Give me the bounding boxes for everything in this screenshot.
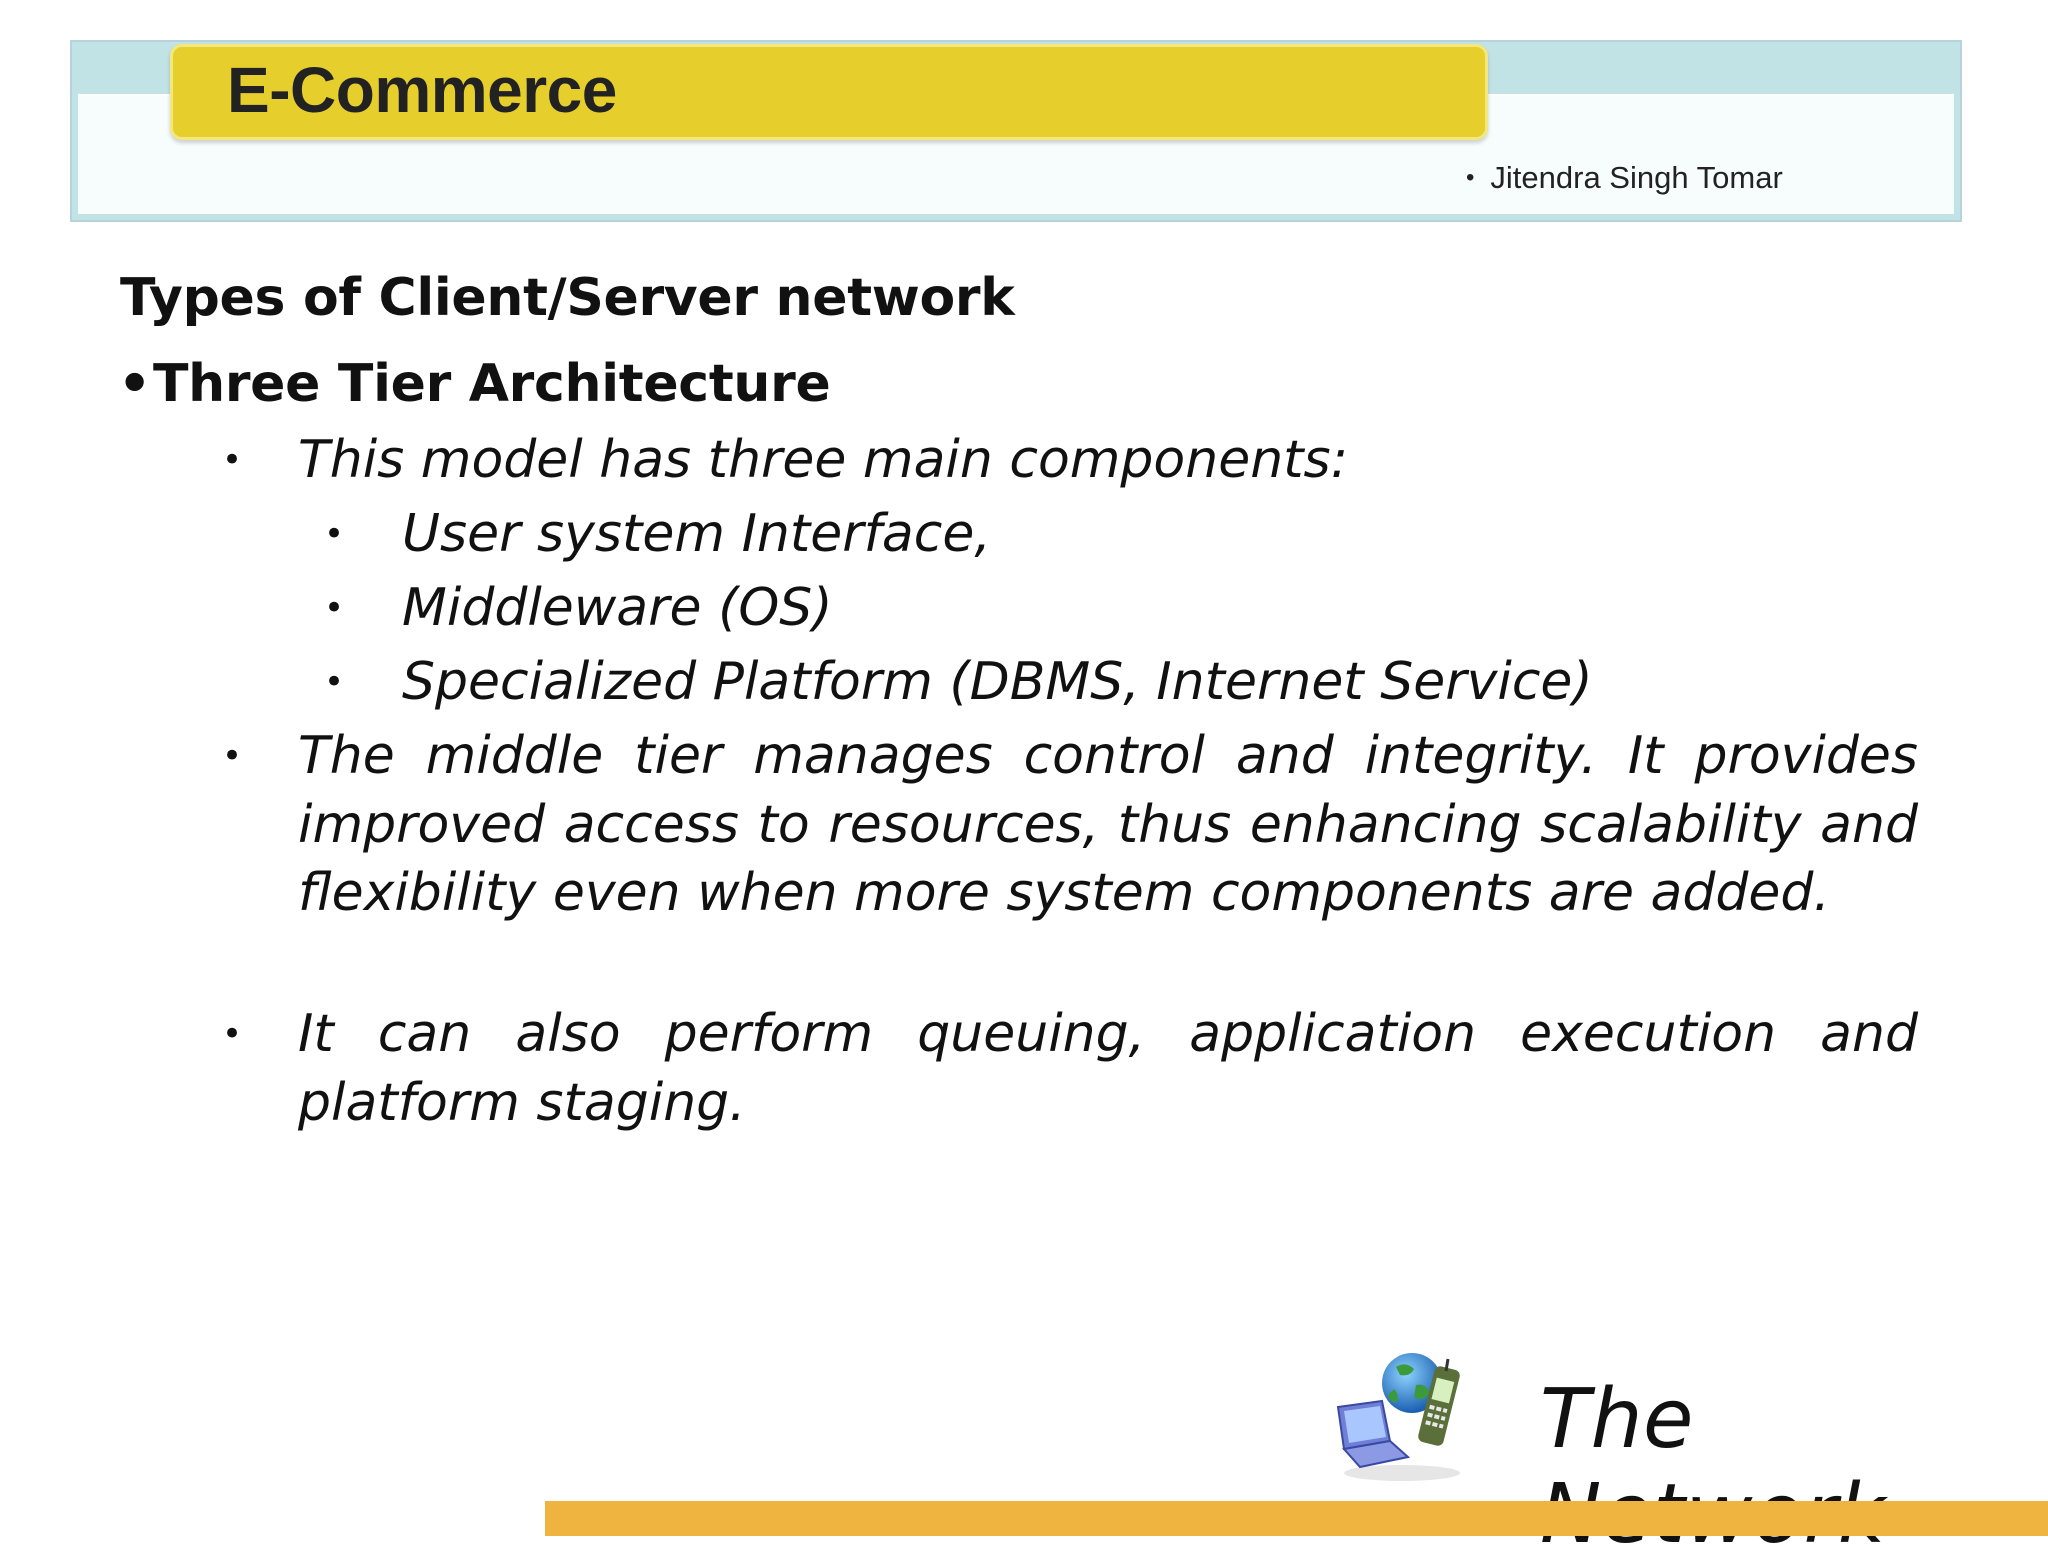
network-devices-icon (1336, 1353, 1460, 1481)
subheading-bullet: • (118, 354, 151, 414)
bullet-point3: • (222, 1014, 243, 1054)
bullet-component-1: • (324, 514, 345, 554)
title-box: E-Commerce (170, 44, 1488, 140)
author-bullet: • (1466, 164, 1475, 191)
author-name: Jitendra Singh Tomar (1490, 160, 1783, 195)
bullet-point2: • (222, 736, 243, 776)
subheading-text: Three Tier Architecture (152, 354, 831, 414)
author-line: • Jitendra Singh Tomar (1466, 160, 1783, 196)
footer-bar (545, 1501, 2048, 1536)
subheading: •Three Tier Architecture (118, 354, 831, 414)
component-item: User system Interface, (402, 504, 991, 564)
bullet-component-2: • (324, 588, 345, 628)
component-item: Specialized Platform (DBMS, Internet Ser… (402, 652, 1593, 712)
point-components-intro: This model has three main components: (298, 430, 1349, 490)
point-queuing: It can also perform queuing, application… (298, 1004, 1918, 1133)
point-middle-tier: The middle tier manages control and inte… (298, 726, 1918, 923)
section-heading: Types of Client/Server network (120, 268, 1015, 328)
bullet-point1: • (222, 440, 243, 480)
bullet-component-3: • (324, 662, 345, 702)
component-item: Middleware (OS) (402, 578, 833, 638)
slide-title: E-Commerce (227, 54, 617, 126)
